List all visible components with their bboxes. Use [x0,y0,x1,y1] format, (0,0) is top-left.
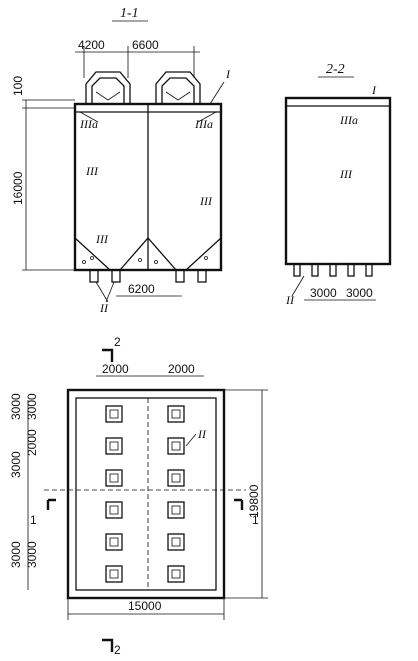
dim-left-1: 3000 [9,393,23,420]
dim-2000-right: 2000 [168,362,195,376]
dim-left-5: 3000 [9,541,23,568]
leader-II [291,275,305,297]
dim-left-3: 2000 [25,429,39,456]
zone-III: III [339,167,353,181]
hopper-fill-center [118,237,178,271]
fill-dot [82,260,86,264]
zone-IIIa: IIIa [339,113,358,127]
leader-II [95,281,109,303]
zone-II: II [99,301,109,315]
plan-openings [105,405,185,583]
zone-III-right: III [199,194,213,208]
fill-dot [154,260,158,264]
dim-6200: 6200 [128,282,155,296]
plan-view: 2 2 2000 2000 1 1 [9,335,268,657]
cut-1-left: 1 [30,513,37,527]
dim-100: 100 [11,76,25,96]
dim-19800: 19800 [247,484,261,518]
dim-left-2: 3000 [25,393,39,420]
dim-left-4: 3000 [9,451,23,478]
leader-II [185,433,197,447]
bottom-supports [293,263,373,277]
plan-outline [66,388,226,600]
hatch-corner [79,111,99,123]
section-2-2-title: 2-2 [326,62,345,77]
section-1-1-title: 1-1 [120,6,139,21]
zone-II: II [285,293,295,307]
cut-1-right-mark [234,498,244,510]
fill-dot [204,256,208,260]
section-1-1: 1-1 4200 6600 100 16000 I [11,6,231,315]
zone-I: I [371,83,377,97]
dim-2000-left: 2000 [102,362,129,376]
cut-1-left-mark [46,498,56,510]
zone-III-bottom: III [95,232,109,246]
dim-16000: 16000 [11,171,25,205]
dim-6600: 6600 [132,38,159,52]
plan-inner [75,397,217,591]
dim-3000-a: 3000 [310,286,337,300]
zone-IIIa-right: IIIa [194,117,213,131]
zone-IIIa-left: IIIa [79,117,98,131]
fill-dot [138,258,142,262]
vessel-outline [284,96,392,266]
hopper-fill-right [184,236,222,271]
dim-left-6: 3000 [25,541,39,568]
cut-2-top-mark [102,348,114,362]
dim-4200: 4200 [78,38,105,52]
section-2-2: 2-2 I IIIa III II 3000 3000 [284,62,392,307]
leader-II [105,281,115,303]
zone-II: II [197,427,207,441]
cut-1-right: 1 [252,513,259,527]
top-unit-right [155,71,201,104]
zone-III-left: III [85,164,99,178]
hatch-corner [197,111,217,123]
cut-2-top: 2 [114,335,121,349]
top-unit-left [85,71,131,104]
cut-2-bottom-mark [102,638,114,652]
leader-I [209,81,225,105]
bottom-supports [89,269,207,283]
dim-3000-b: 3000 [346,286,373,300]
cut-2-bottom: 2 [114,643,121,657]
dim-15000: 15000 [128,599,162,613]
fill-dot [90,256,94,260]
zone-I: I [225,67,231,81]
